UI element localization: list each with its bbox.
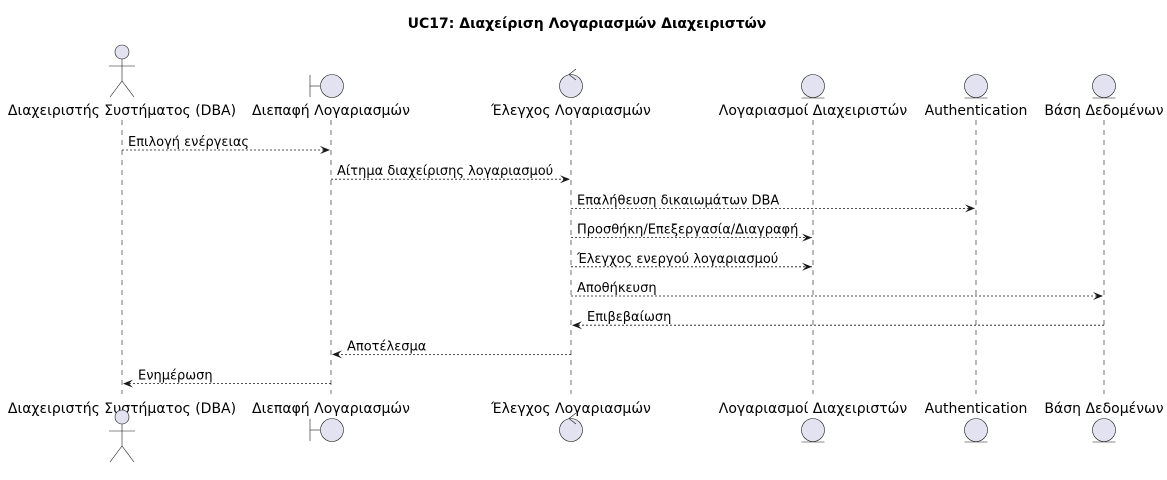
participant-label: Λογαριασμοί Διαχειριστών: [719, 103, 908, 119]
entity-icon: [964, 418, 988, 443]
arrow-head-icon: [1093, 292, 1103, 300]
participant-accounts-top: Λογαριασμοί Διαχειριστών: [719, 74, 908, 119]
entity-icon: [1092, 418, 1116, 443]
message-label: Αίτημα διαχείρισης λογαριασμού: [337, 164, 553, 179]
message-label: Επιλογή ενέργειας: [128, 135, 249, 150]
boundary-icon: [309, 418, 344, 442]
diagram-title: UC17: Διαχείριση Λογαριασμών Διαχειριστώ…: [408, 16, 767, 32]
participant-db-bottom: Βάση Δεδομένων: [1044, 401, 1164, 443]
participant-dba-top: Διαχειριστής Συστήματος (DBA): [8, 44, 236, 119]
control-icon: [559, 68, 583, 98]
message-2: Αίτημα διαχείρισης λογαριασμού: [331, 164, 570, 184]
message-3: Επαλήθευση δικαιωμάτων DBA: [571, 193, 975, 213]
message-9: Ενημέρωση: [123, 369, 331, 388]
message-8: Αποτέλεσμα: [332, 339, 571, 359]
message-label: Επαλήθευση δικαιωμάτων DBA: [577, 193, 779, 208]
message-label: Έλεγχος ενεργού λογαριασμού: [576, 252, 778, 267]
message-7: Επιβεβαίωση: [572, 310, 1104, 330]
arrow-head-icon: [560, 175, 570, 184]
message-4: Προσθήκη/Επεξεργασία/Διαγραφή: [571, 223, 812, 242]
participant-label: Authentication: [925, 103, 1028, 119]
arrow-head-icon: [123, 379, 133, 388]
entity-icon: [964, 74, 988, 99]
entity-icon: [1092, 74, 1116, 99]
participant-label: Διεπαφή Λογαριασμών: [252, 401, 410, 417]
participant-label: Διαχειριστής Συστήματος (DBA): [8, 401, 236, 417]
arrow-head-icon: [802, 233, 812, 242]
boundary-icon: [309, 74, 344, 98]
participant-label: Βάση Δεδομένων: [1044, 103, 1163, 119]
arrow-head-icon: [332, 350, 342, 359]
arrow-head-icon: [320, 146, 330, 154]
participant-label: Έλεγχος Λογαριασμών: [490, 103, 651, 119]
participant-auth-bottom: Authentication: [925, 401, 1028, 443]
participant-accounts-bottom: Λογαριασμοί Διαχειριστών: [719, 401, 908, 443]
participant-label: Authentication: [925, 401, 1028, 417]
participant-dba-bottom: Διαχειριστής Συστήματος (DBA): [8, 401, 236, 463]
arrow-head-icon: [802, 262, 812, 271]
participant-ctrl-bottom: Έλεγχος Λογαριασμών: [490, 401, 651, 442]
message-label: Αποθήκευση: [577, 281, 657, 296]
message-label: Ενημέρωση: [138, 369, 213, 384]
entity-icon: [801, 418, 825, 443]
participant-ui-top: Διεπαφή Λογαριασμών: [252, 74, 410, 119]
participant-label: Βάση Δεδομένων: [1044, 401, 1163, 417]
participant-ui-bottom: Διεπαφή Λογαριασμών: [252, 401, 410, 442]
arrow-head-icon: [572, 321, 582, 330]
participant-auth-top: Authentication: [925, 74, 1028, 119]
participant-db-top: Βάση Δεδομένων: [1044, 74, 1164, 119]
actor-icon: [109, 409, 135, 463]
arrow-head-icon: [965, 204, 975, 213]
control-icon: [559, 412, 583, 442]
message-label: Αποτέλεσμα: [347, 339, 426, 354]
message-label: Επιβεβαίωση: [587, 310, 671, 325]
participant-ctrl-top: Έλεγχος Λογαριασμών: [490, 68, 651, 119]
message-1: Επιλογή ενέργειας: [122, 135, 330, 154]
message-5: Έλεγχος ενεργού λογαριασμού: [571, 252, 812, 271]
actor-icon: [109, 44, 135, 98]
participant-label: Διεπαφή Λογαριασμών: [252, 103, 410, 119]
participant-label: Έλεγχος Λογαριασμών: [490, 401, 651, 417]
participant-label: Λογαριασμοί Διαχειριστών: [719, 401, 908, 417]
message-label: Προσθήκη/Επεξεργασία/Διαγραφή: [577, 223, 798, 238]
participant-label: Διαχειριστής Συστήματος (DBA): [8, 103, 236, 119]
message-6: Αποθήκευση: [571, 281, 1103, 300]
entity-icon: [801, 74, 825, 99]
